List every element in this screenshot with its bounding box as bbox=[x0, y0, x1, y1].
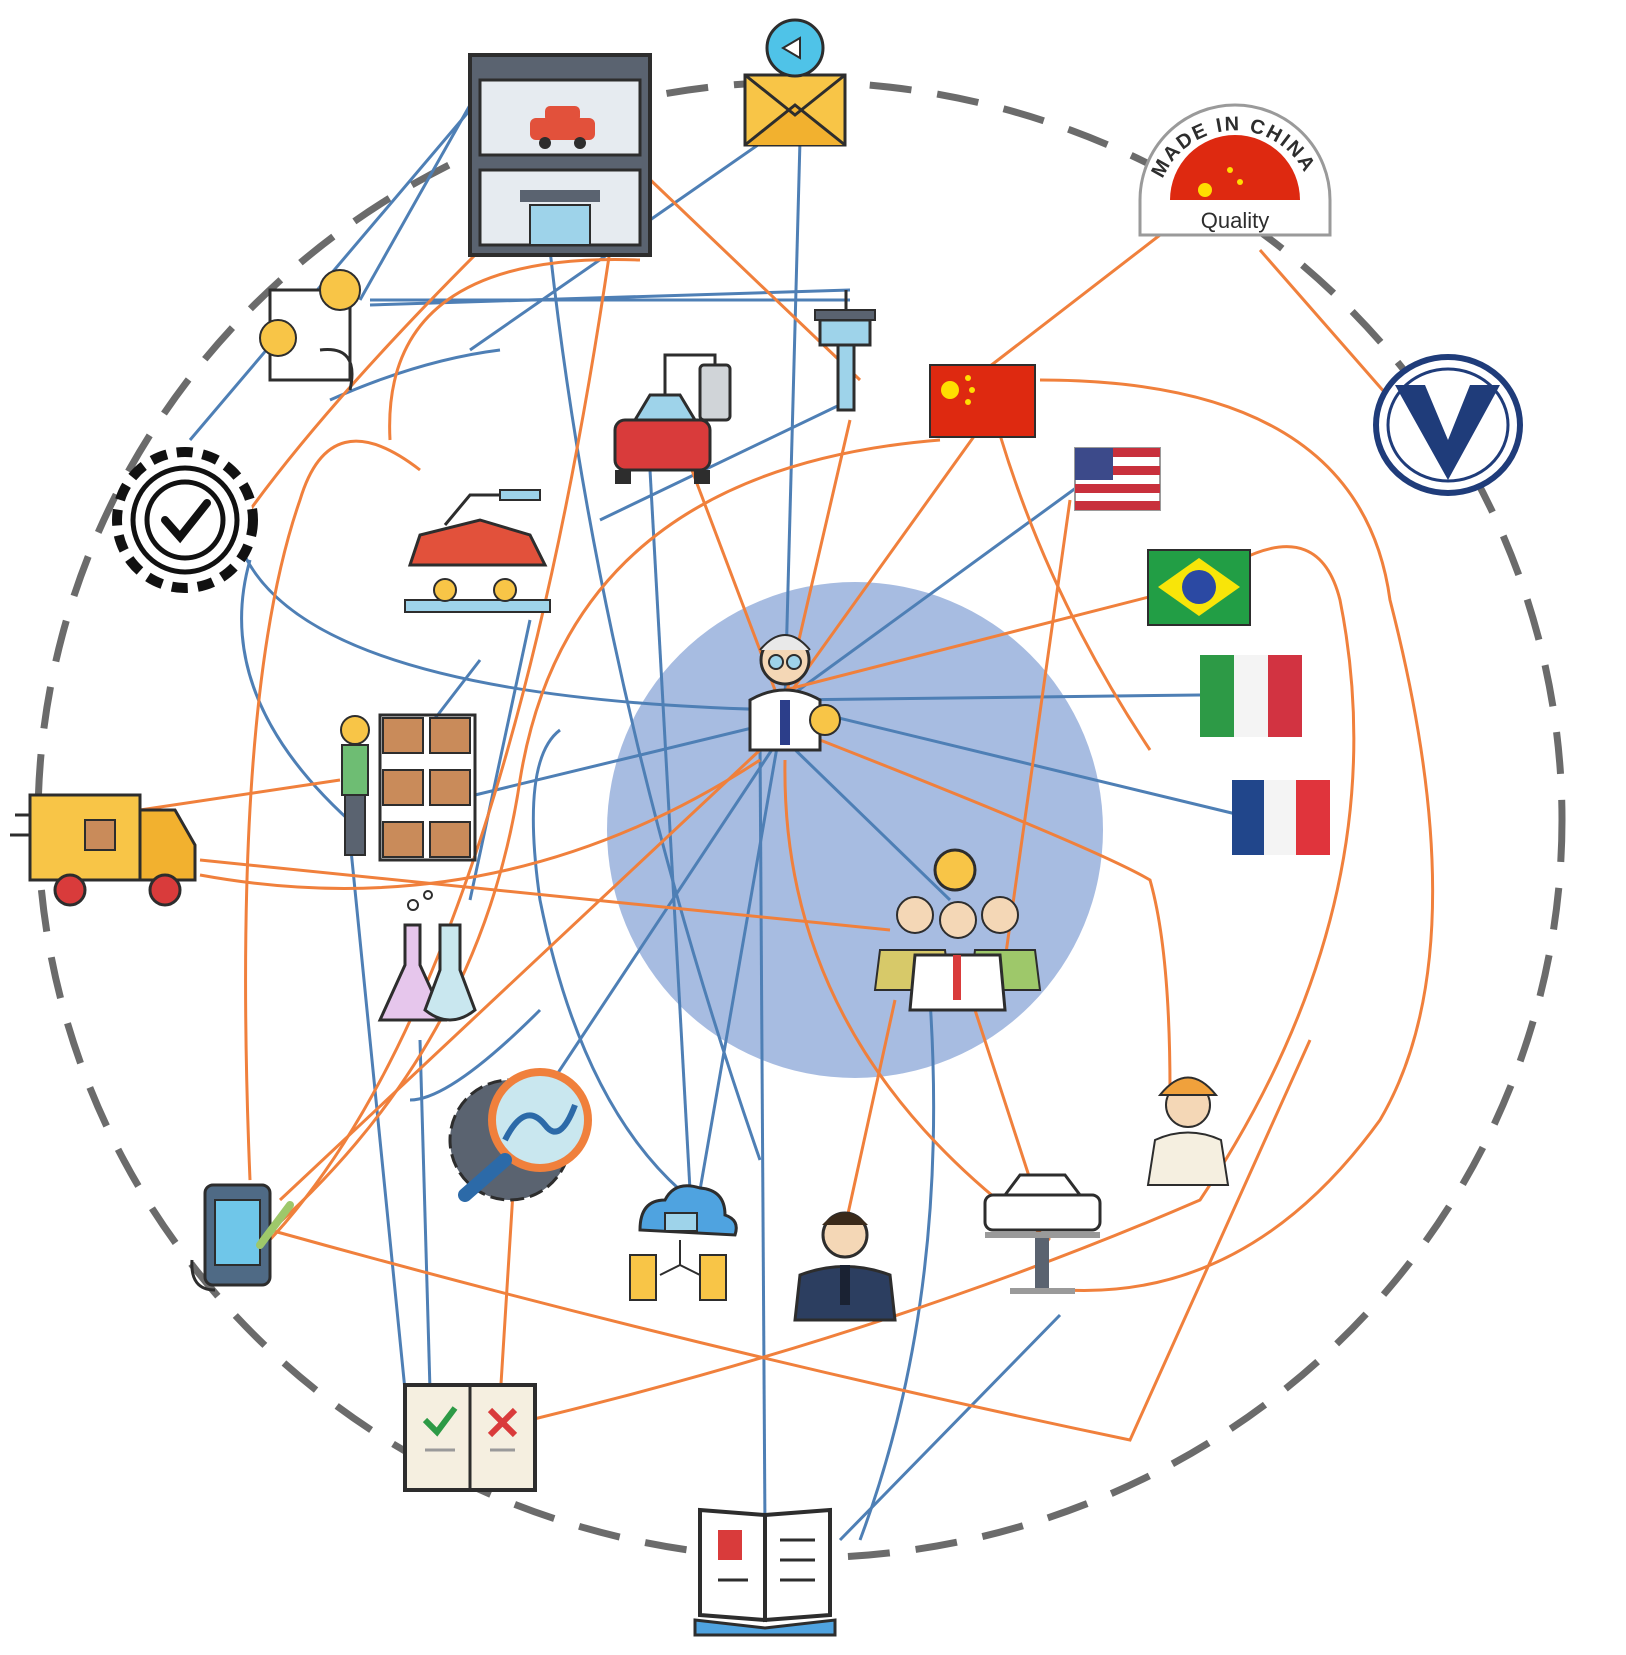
brand-logo-icon bbox=[1373, 354, 1523, 496]
marketing-mail-icon bbox=[743, 18, 847, 147]
construction-worker-icon bbox=[1146, 1076, 1230, 1186]
central-highlight-disc bbox=[607, 582, 1103, 1078]
china-flag-icon bbox=[929, 364, 1036, 438]
businessman-icon bbox=[793, 1211, 897, 1322]
dealership-icon bbox=[468, 53, 652, 257]
team-meeting-icon bbox=[259, 269, 361, 391]
italy-flag-icon bbox=[1200, 655, 1302, 737]
certification-gear-icon bbox=[112, 447, 258, 593]
made-in-china-quality-badge: MADE IN CHINA Quality bbox=[1138, 103, 1332, 237]
central-expert-icon bbox=[748, 634, 841, 752]
delivery-truck-icon bbox=[10, 793, 197, 907]
warehouse-worker-icon bbox=[340, 713, 477, 862]
control-tower-icon bbox=[814, 290, 876, 412]
mobile-checklist-icon bbox=[190, 1183, 294, 1292]
lab-flasks-icon bbox=[377, 890, 477, 1022]
france-flag-icon bbox=[1232, 780, 1330, 855]
badge-quality-text: Quality bbox=[1201, 208, 1269, 233]
open-book-icon bbox=[693, 1507, 837, 1637]
approval-checklist-book-icon bbox=[403, 1383, 537, 1492]
innovation-team-icon bbox=[873, 848, 1042, 1012]
cloud-data-icon bbox=[629, 1184, 738, 1301]
assembly-line-icon bbox=[404, 489, 551, 613]
blue-links bbox=[188, 104, 1241, 1542]
usa-flag-icon bbox=[1074, 447, 1161, 511]
analysis-gear-icon bbox=[448, 1068, 592, 1202]
car-diagnostics-icon bbox=[613, 353, 732, 484]
brazil-flag-icon bbox=[1147, 549, 1251, 626]
car-lift-icon bbox=[983, 1173, 1102, 1294]
